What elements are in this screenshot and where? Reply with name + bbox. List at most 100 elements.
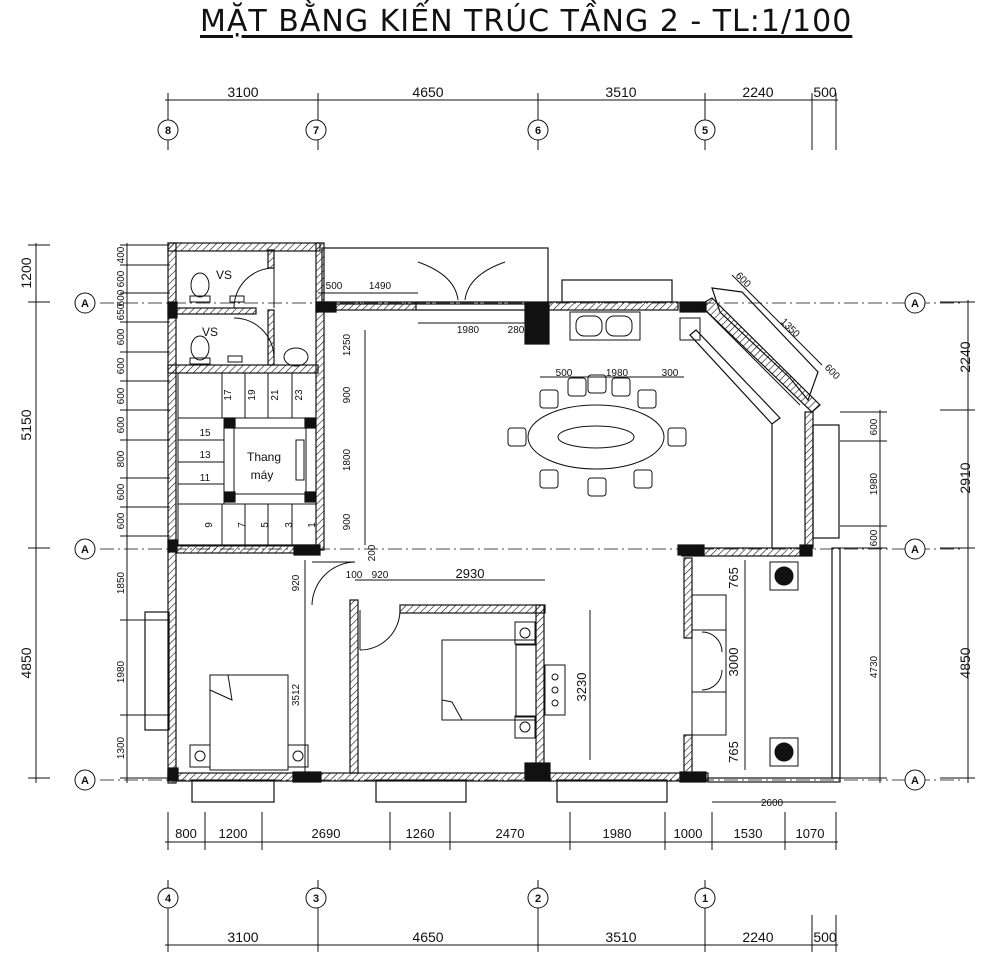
dim-left-1: 1200 bbox=[18, 257, 34, 288]
grid-label-3: 3 bbox=[313, 893, 319, 905]
dim-left-detail-7: 600 bbox=[116, 387, 127, 404]
grid-label-left-3: A bbox=[81, 775, 89, 787]
dim-int-1980a: 1980 bbox=[457, 325, 480, 336]
dim-right-detail-4: 4730 bbox=[869, 655, 880, 678]
dim-top-3: 3510 bbox=[605, 84, 636, 100]
dim-int-600b: 600 bbox=[822, 362, 842, 382]
dim-left-3: 4850 bbox=[18, 647, 34, 678]
text-labels: 8 7 6 5 4 3 2 1 A A A A A A 3100 4650 35… bbox=[18, 84, 973, 945]
dim-bottom-detail-1: 800 bbox=[175, 826, 197, 841]
stair-1: 1 bbox=[307, 522, 318, 528]
grid-label-right-1: A bbox=[911, 298, 919, 310]
dim-int-3512: 3512 bbox=[291, 683, 302, 706]
dim-int-3000: 3000 bbox=[726, 648, 741, 677]
dim-left-detail-3: 600 bbox=[116, 289, 127, 306]
dim-left-detail-6: 600 bbox=[116, 357, 127, 374]
dim-top-1: 3100 bbox=[227, 84, 258, 100]
dim-left-2: 5150 bbox=[18, 409, 34, 440]
room-label-elevator-1: Thang bbox=[247, 450, 281, 464]
stair-21: 21 bbox=[270, 389, 281, 401]
dim-int-900b: 900 bbox=[342, 513, 353, 530]
dim-int-1350: 1350 bbox=[778, 316, 802, 340]
dim-int-1250: 1250 bbox=[342, 333, 353, 356]
dim-right-detail-3: 600 bbox=[869, 529, 880, 546]
grid-bubbles bbox=[74, 119, 926, 909]
dim-right-3: 4850 bbox=[957, 647, 973, 678]
grid-label-6: 6 bbox=[535, 125, 541, 137]
walls bbox=[144, 242, 841, 803]
dim-left-detail-11: 600 bbox=[116, 512, 127, 529]
room-label-wc2: VS bbox=[202, 325, 218, 339]
stair-5: 5 bbox=[260, 522, 271, 528]
dim-int-920b: 920 bbox=[291, 574, 302, 591]
dim-top-5: 500 bbox=[813, 84, 837, 100]
dim-left-detail-2: 600 bbox=[116, 270, 127, 287]
dim-int-765b: 765 bbox=[726, 741, 741, 763]
dim-int-920a: 920 bbox=[372, 570, 389, 581]
dim-int-765a: 765 bbox=[726, 567, 741, 589]
dim-top-4: 2240 bbox=[742, 84, 773, 100]
stair-15: 15 bbox=[199, 428, 211, 439]
furniture bbox=[189, 261, 801, 771]
dim-bottom-1: 3100 bbox=[227, 929, 258, 945]
stair-17: 17 bbox=[223, 389, 234, 401]
dim-right-2: 2910 bbox=[957, 462, 973, 493]
dim-int-900a: 900 bbox=[342, 386, 353, 403]
stair-9: 9 bbox=[204, 522, 215, 528]
grid-label-1: 1 bbox=[702, 893, 708, 905]
grid-label-8: 8 bbox=[165, 125, 171, 137]
dim-int-280: 280 bbox=[508, 325, 525, 336]
grid-label-right-2: A bbox=[911, 544, 919, 556]
grid-label-left-1: A bbox=[81, 298, 89, 310]
grid-label-7: 7 bbox=[313, 125, 319, 137]
dim-bottom-detail-4: 1260 bbox=[406, 826, 435, 841]
dim-bottom-4: 2240 bbox=[742, 929, 773, 945]
dim-int-2930: 2930 bbox=[456, 566, 485, 581]
dim-int-1800: 1800 bbox=[342, 448, 353, 471]
dim-bottom-2: 4650 bbox=[412, 929, 443, 945]
dim-int-600a: 600 bbox=[733, 270, 753, 290]
grid-label-5: 5 bbox=[702, 125, 708, 137]
dim-bottom-detail-5: 2470 bbox=[496, 826, 525, 841]
dim-int-100: 100 bbox=[346, 570, 363, 581]
dim-left-detail-10: 600 bbox=[116, 483, 127, 500]
dim-right-1: 2240 bbox=[957, 341, 973, 372]
dim-int-500: 500 bbox=[326, 281, 343, 292]
dim-left-detail-14: 1300 bbox=[116, 736, 127, 759]
dim-right-detail-1: 600 bbox=[869, 418, 880, 435]
dim-left-detail-9: 800 bbox=[116, 450, 127, 467]
stair-11: 11 bbox=[200, 473, 211, 484]
grid-label-2: 2 bbox=[535, 893, 541, 905]
room-label-wc1: VS bbox=[216, 268, 232, 282]
dim-bottom-detail-8: 1530 bbox=[734, 826, 763, 841]
dim-int-1980b: 1980 bbox=[606, 368, 629, 379]
stairs bbox=[177, 372, 317, 547]
dim-bottom-5: 500 bbox=[813, 929, 837, 945]
dim-left-detail-4: 650 bbox=[116, 303, 127, 320]
grid-label-4: 4 bbox=[165, 893, 172, 905]
dim-int-2600: 2600 bbox=[761, 798, 784, 809]
dim-left-detail-13: 1980 bbox=[116, 660, 127, 683]
dim-bottom-detail-9: 1070 bbox=[796, 826, 825, 841]
stair-13: 13 bbox=[199, 450, 211, 461]
dim-int-300: 300 bbox=[662, 368, 679, 379]
stair-7: 7 bbox=[237, 522, 248, 528]
dim-int-500b: 500 bbox=[556, 368, 573, 379]
dim-bottom-detail-3: 2690 bbox=[312, 826, 341, 841]
dim-int-1490: 1490 bbox=[369, 281, 392, 292]
stair-23: 23 bbox=[294, 389, 305, 401]
dim-bottom-detail-7: 1000 bbox=[674, 826, 703, 841]
dim-int-200: 200 bbox=[367, 544, 378, 561]
dim-bottom-detail-2: 1200 bbox=[219, 826, 248, 841]
dim-bottom-detail-6: 1980 bbox=[603, 826, 632, 841]
stair-3: 3 bbox=[284, 522, 295, 528]
dim-bottom-3: 3510 bbox=[605, 929, 636, 945]
dim-left-detail-1: 400 bbox=[116, 246, 127, 263]
room-label-elevator-2: máy bbox=[251, 468, 274, 482]
dim-int-3230: 3230 bbox=[574, 673, 589, 702]
dim-left-detail-8: 600 bbox=[116, 416, 127, 433]
dining-chairs bbox=[507, 374, 687, 497]
dim-left-detail-12: 1850 bbox=[116, 571, 127, 594]
dim-right-detail-2: 1980 bbox=[869, 472, 880, 495]
